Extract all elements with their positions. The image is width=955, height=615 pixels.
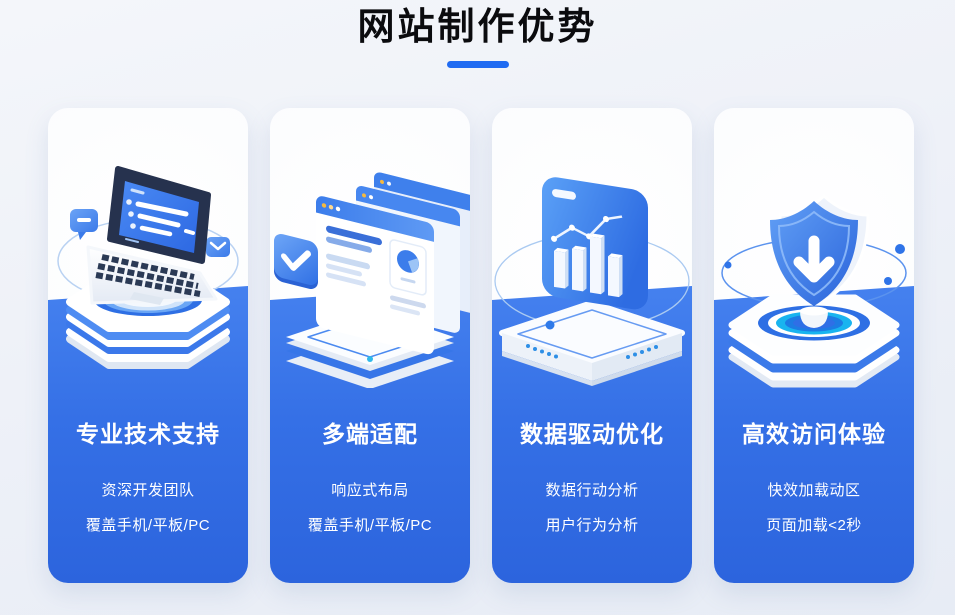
card-subtitle-1: 快效加载动区	[767, 481, 861, 499]
card-subtitle-2: 页面加载<2秒	[766, 517, 862, 535]
card-subtitle-2: 覆盖手机/平板/PC	[307, 517, 433, 535]
card-title: 多端适配	[322, 421, 418, 447]
feature-card-data-driven: 数据驱动优化 数据行动分析 用户行为分析	[492, 108, 692, 583]
card-title: 数据驱动优化	[520, 421, 664, 447]
feature-cards-row: 专业技术支持 资深开发团队 覆盖手机/平板/PC	[48, 108, 914, 583]
card-subtitle-1: 响应式布局	[331, 481, 409, 499]
feature-card-multi-device: 多端适配 响应式布局 覆盖手机/平板/PC	[270, 108, 470, 583]
shield-illustration-icon	[721, 194, 907, 388]
laptop-illustration-icon	[57, 166, 239, 369]
card-subtitle-1: 资深开发团队	[101, 481, 195, 499]
card-title: 专业技术支持	[76, 421, 220, 447]
chat-bubble-icon	[70, 209, 98, 240]
browser-windows-illustration-icon	[274, 172, 470, 388]
feature-card-tech-support: 专业技术支持 资深开发团队 覆盖手机/平板/PC	[48, 108, 248, 583]
section-header: 网站制作优势	[0, 0, 955, 69]
analytics-chart-illustration-icon	[494, 177, 690, 386]
card-title: 高效访问体验	[742, 421, 886, 447]
message-bubble-icon	[206, 237, 230, 257]
card-subtitle-2: 用户行为分析	[545, 517, 639, 535]
card-subtitle-1: 数据行动分析	[545, 481, 639, 499]
checkmark-badge-icon	[274, 233, 318, 289]
title-accent-bar	[446, 61, 509, 69]
feature-card-fast-access: 高效访问体验 快效加载动区 页面加载<2秒	[714, 108, 914, 583]
card-subtitle-2: 覆盖手机/平板/PC	[85, 517, 211, 535]
shield-down-arrow-icon	[770, 194, 870, 306]
page-title: 网站制作优势	[357, 6, 598, 47]
